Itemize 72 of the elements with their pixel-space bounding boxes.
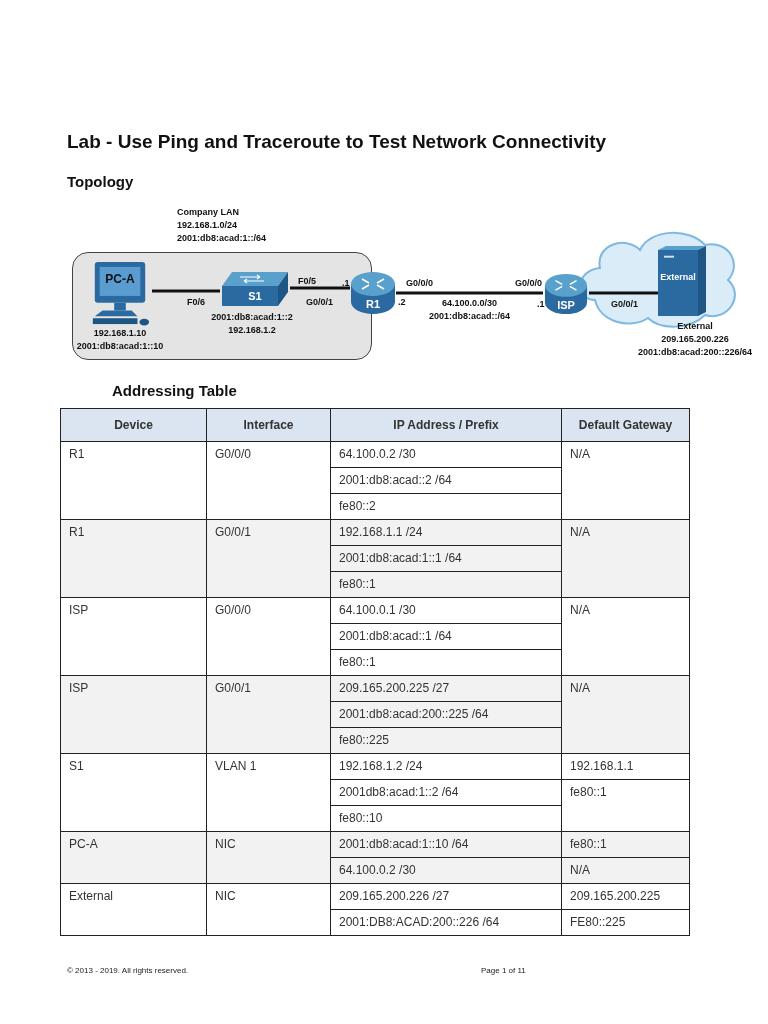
port-label: .2 (398, 297, 406, 307)
table-cell: 192.168.1.2 /24 (331, 754, 561, 779)
table-cell: G0/0/1 (207, 676, 330, 753)
table-cell: G0/0/0 (207, 598, 330, 675)
table-cell: fe80::1 (562, 832, 689, 857)
table-cell: 209.165.200.225 (562, 884, 689, 909)
table-cell: fe80::1 (331, 572, 561, 597)
section-heading: Topology (67, 173, 134, 190)
table-cell: External (61, 884, 206, 935)
table-cell: fe80::225 (331, 728, 561, 753)
table-cell: NIC (207, 884, 330, 935)
network-link (290, 286, 350, 290)
table-cell: 64.100.0.1 /30 (331, 598, 561, 623)
table-cell: 209.165.200.225 /27 (331, 676, 561, 701)
address-label: 209.165.200.226 (661, 333, 729, 346)
table-cell: 2001:db8:acad:200::225 /64 (331, 702, 561, 727)
table-cell: 209.165.200.226 /27 (331, 884, 561, 909)
table-cell: 2001:db8:acad:1::1 /64 (331, 546, 561, 571)
header-cell: Interface (207, 409, 330, 441)
table-cell: N/A (562, 520, 689, 597)
address-label: 192.168.1.10 (93, 327, 147, 340)
switch: S1 (220, 270, 290, 308)
page-number: Page 1 of 11 (481, 966, 526, 975)
header-cell: Device (61, 409, 206, 441)
table-cell: VLAN 1 (207, 754, 330, 831)
port-label: G0/0/1 (611, 299, 639, 309)
table-cell: S1 (61, 754, 206, 831)
table-cell: fe80::2 (331, 494, 561, 519)
network-link (396, 291, 543, 295)
header-cell: Default Gateway (562, 409, 689, 441)
port-label: G0/0/1 (306, 297, 334, 307)
table-cell: NIC (207, 832, 330, 883)
network-link (152, 289, 220, 293)
edge-label: 64.100.0.0/30 2001:db8:acad::/64 (427, 297, 511, 323)
port-label: .1 (342, 278, 350, 288)
table-cell: N/A (562, 598, 689, 675)
table-cell: N/A (562, 676, 689, 753)
page-title: Lab - Use Ping and Traceroute to Test Network Connectivity (67, 131, 607, 153)
table-cell: R1 (61, 442, 206, 519)
section-heading: Addressing Table (112, 382, 237, 399)
table-cell: N/A (562, 858, 689, 883)
table-cell: 2001:db8:acad:1::10 /64 (331, 832, 561, 857)
table-cell: PC-A (61, 832, 206, 883)
table-cell: 2001db8:acad:1::2 /64 (331, 780, 561, 805)
address-label: 2001:db8:acad:1::2 (211, 311, 293, 324)
table-cell: fe80::1 (331, 650, 561, 675)
table-cell: 2001:DB8:ACAD:200::226 /64 (331, 910, 561, 935)
footer-text: © 2013 - 2019. All rights reserved. (67, 966, 189, 975)
table-cell: ISP (61, 676, 206, 753)
table-cell: 64.100.0.2 /30 (331, 442, 561, 467)
network-link (589, 291, 658, 295)
port-label: .1 (537, 299, 545, 309)
table-cell: 192.168.1.1 /24 (331, 520, 561, 545)
table-cell: 2001:db8:acad::2 /64 (331, 468, 561, 493)
port-label: F0/6 (187, 297, 205, 307)
table-cell: FE80::225 (562, 910, 689, 935)
table-cell: 192.168.1.1 (562, 754, 689, 779)
table-cell: N/A (562, 442, 689, 519)
address-label: External (677, 320, 713, 333)
address-label: 2001:db8:acad:1::10 (76, 340, 164, 353)
table-cell: R1 (61, 520, 206, 597)
table-cell: fe80::10 (331, 806, 561, 831)
table-cell: 2001:db8:acad::1 /64 (331, 624, 561, 649)
header-cell: IP Address / Prefix (331, 409, 561, 441)
table-cell: G0/0/0 (207, 442, 330, 519)
table-cell: fe80::1 (562, 780, 689, 831)
table-cell: 64.100.0.2 /30 (331, 858, 561, 883)
address-label: 192.168.1.2 (228, 324, 276, 337)
table-cell: ISP (61, 598, 206, 675)
address-label: 2001:db8:acad:200::226/64 (637, 346, 753, 359)
network-label: Company LAN 192.168.1.0/24 2001:db8:acad:1::/64 (177, 206, 267, 245)
table-cell: G0/0/1 (207, 520, 330, 597)
